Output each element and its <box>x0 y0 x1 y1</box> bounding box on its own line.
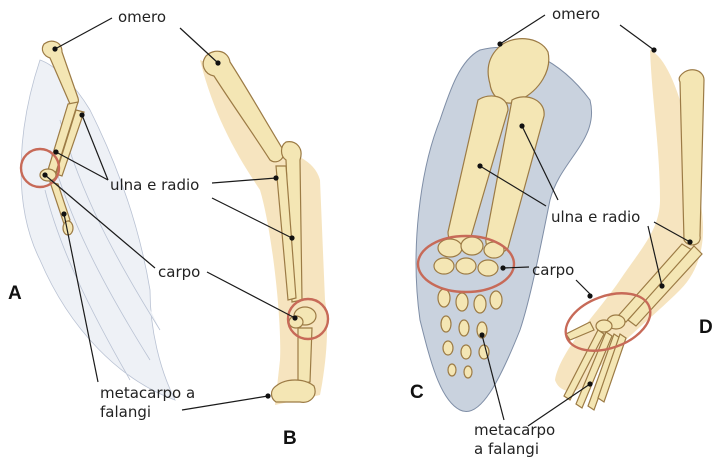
panel-letter-d: D <box>699 317 713 338</box>
label-metacarpo-left-line2: falangi <box>100 403 151 421</box>
label-ulna-radio-right: ulna e radio <box>551 208 640 226</box>
label-carpo-right: carpo <box>532 261 574 279</box>
label-ulna-radio-left: ulna e radio <box>110 176 199 194</box>
label-carpo-left: carpo <box>158 263 200 281</box>
label-metacarpo-left-line1: metacarpo a <box>100 384 195 402</box>
label-metacarpo-right-line2: a falangi <box>474 440 539 458</box>
label-metacarpo-right-line1: metacarpo <box>474 421 555 439</box>
quadruped-leg-illustration <box>200 51 328 405</box>
panel-letter-b: B <box>283 428 297 449</box>
label-omero-right: omero <box>552 5 600 23</box>
panel-letter-c: C <box>410 382 424 403</box>
label-omero-left: omero <box>118 8 166 26</box>
panel-letter-a: A <box>8 283 22 304</box>
